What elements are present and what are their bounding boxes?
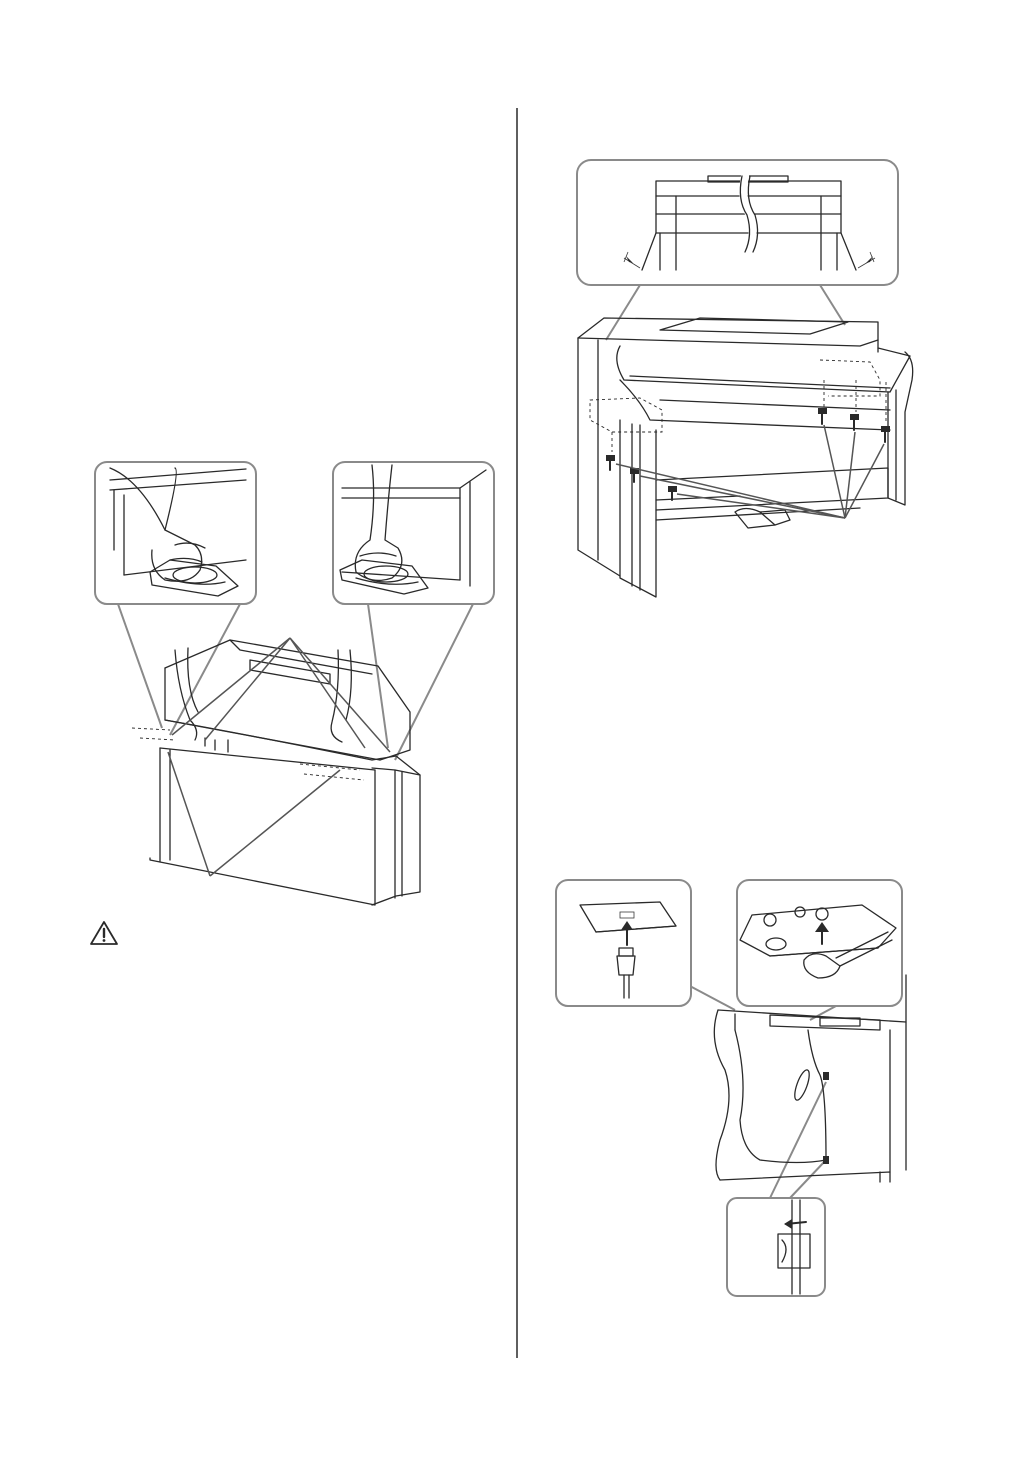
cable-clip-callout — [727, 1198, 825, 1296]
dc-jack-callout — [556, 880, 691, 1006]
pedal-cable-callout — [737, 880, 902, 1006]
